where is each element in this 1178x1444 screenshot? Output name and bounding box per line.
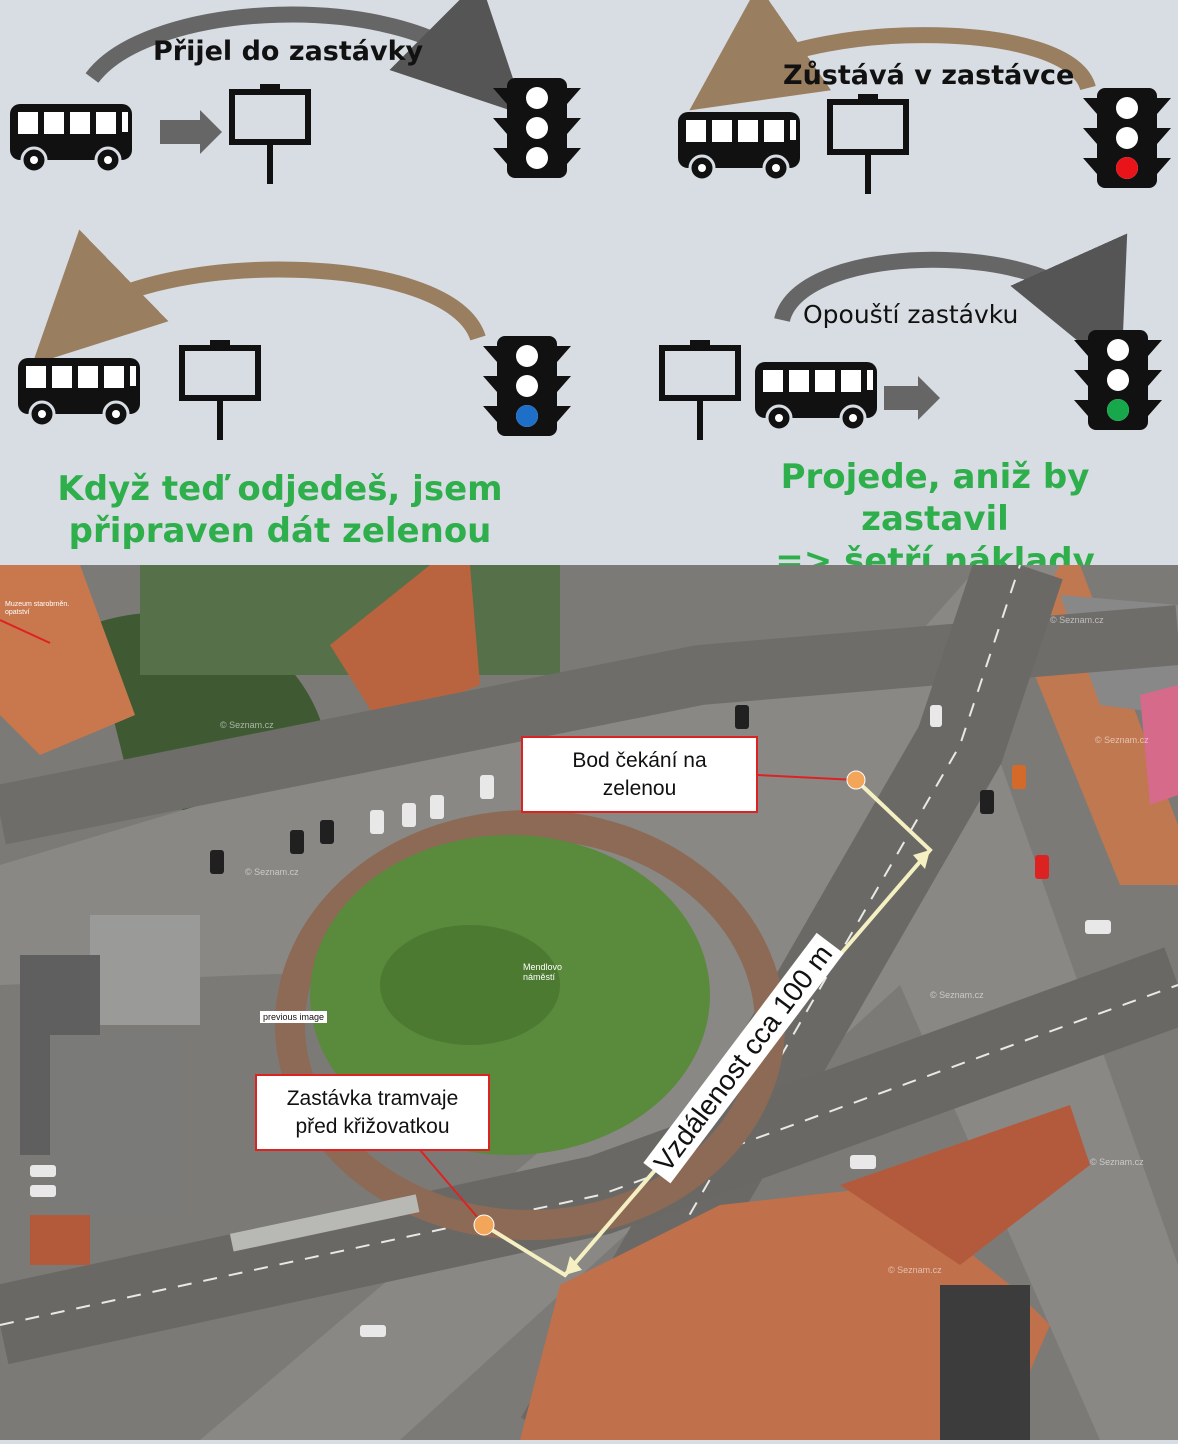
wait-point-callout: Bod čekání na zelenou — [521, 736, 758, 813]
caption-ready: Když teď odjedeš, jsem připraven dát zel… — [40, 468, 520, 552]
label-arrived: Přijel do zastávky — [153, 36, 424, 67]
watermark: © Seznam.cz — [245, 867, 299, 877]
museum-label: Muzeum starobrněn. opatství — [5, 601, 69, 617]
stop-sign-icon — [830, 94, 906, 194]
tram-stop-line2: před křižovatkou — [295, 1115, 450, 1138]
map-drawing — [0, 550, 1178, 1444]
red-signal — [1116, 157, 1138, 179]
bus-icon — [8, 102, 134, 174]
aerial-map: Bod čekání na zelenou Zastávka tramvaje … — [0, 550, 1178, 1444]
label-leaving: Opouští zastávku — [803, 300, 1019, 329]
arrow-icon — [160, 110, 222, 154]
museum-label-line1: Muzeum starobrněn. — [5, 601, 70, 608]
watermark: © Seznam.cz — [930, 990, 984, 1000]
caption-leaving-line1: Projede, aniž by zastavil — [780, 457, 1090, 539]
watermark: © Seznam.cz — [1095, 735, 1149, 745]
stop-sign-icon — [232, 84, 308, 184]
wait-point-line1: Bod čekání na — [572, 749, 707, 772]
stop-sign-icon — [182, 340, 258, 440]
blue-signal — [516, 405, 538, 427]
square-label: Mendlovo náměstí — [523, 962, 562, 982]
signal-priority-diagram: Přijel do zastávky Zůstává v zastávce Op… — [0, 0, 1178, 581]
watermark: © Seznam.cz — [1090, 1157, 1144, 1167]
museum-label-line2: opatství — [5, 609, 30, 616]
tram-stop-line1: Zastávka tramvaje — [286, 1087, 459, 1110]
caption-ready-line2: připraven dát zelenou — [68, 511, 492, 551]
bus-icon — [16, 356, 142, 428]
label-staying: Zůstává v zastávce — [783, 60, 1075, 91]
watermark: © Seznam.cz — [220, 720, 274, 730]
watermark: © Seznam.cz — [1050, 615, 1104, 625]
square-label-line2: náměstí — [523, 972, 556, 982]
stop-sign-icon — [662, 340, 738, 440]
bus-icon — [676, 110, 802, 182]
wait-point-line2: zelenou — [602, 777, 677, 800]
square-label-line1: Mendlovo — [523, 962, 563, 972]
caption-leaving: Projede, aniž by zastavil => šetří nákla… — [710, 456, 1160, 582]
previous-image-button[interactable]: previous image — [260, 1011, 328, 1023]
wait-point-marker — [846, 770, 866, 790]
diagram-drawing — [8, 0, 1171, 565]
tram-stop-marker — [473, 1214, 495, 1236]
bus-icon — [753, 360, 879, 432]
tram-stop-callout: Zastávka tramvaje před křižovatkou — [255, 1074, 490, 1151]
caption-ready-line1: Když teď odjedeš, jsem — [57, 469, 503, 509]
traffic-light-icon — [493, 78, 581, 178]
green-signal — [1107, 399, 1129, 421]
watermark: © Seznam.cz — [888, 1265, 942, 1275]
arrow-icon — [884, 376, 940, 420]
